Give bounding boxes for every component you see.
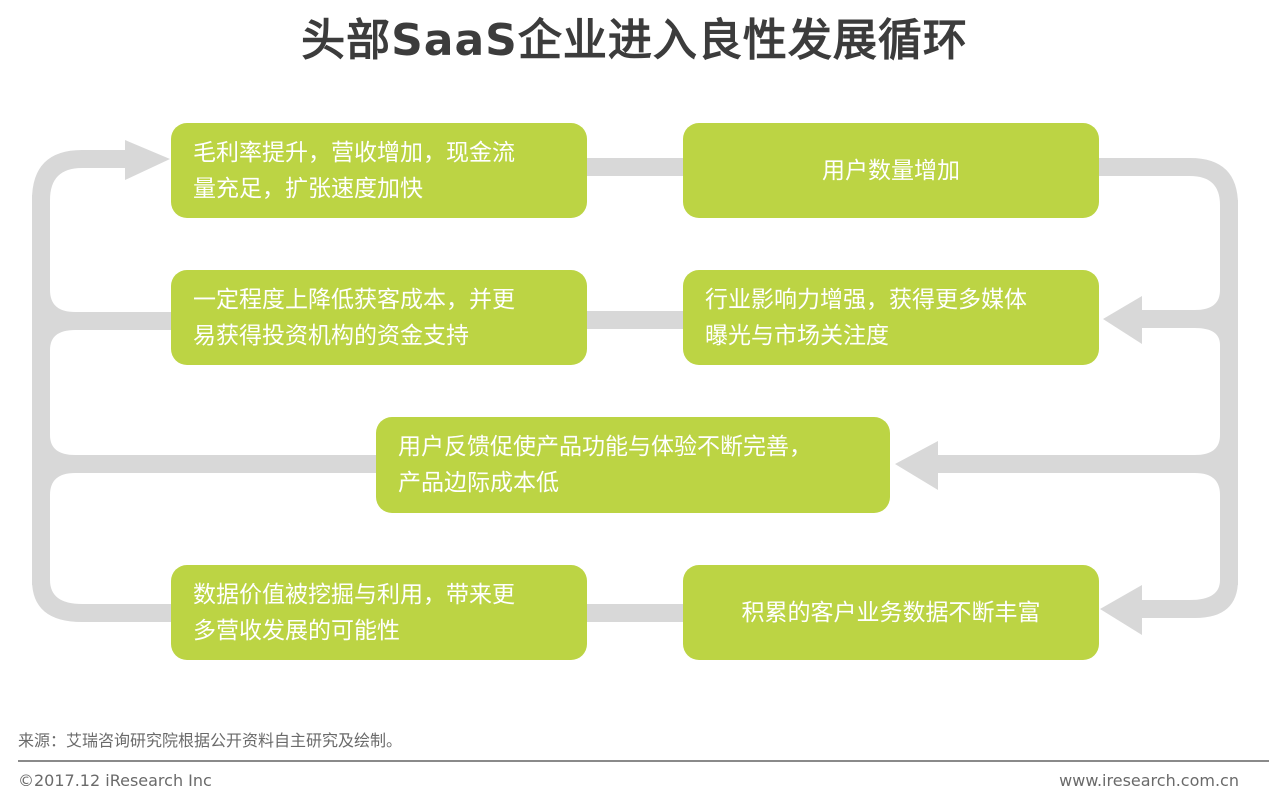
arrow-into-box4 [1103, 290, 1220, 345]
node-industry-influence: 行业影响力增强，获得更多媒体 曝光与市场关注度 [683, 270, 1099, 365]
connector-box2-right [1095, 158, 1238, 205]
node-lower-acquisition-cost: 一定程度上降低获客成本，并更 易获得投资机构的资金支持 [171, 270, 587, 365]
node-text-line: 多营收发展的可能性 [193, 617, 400, 644]
connector-box5-left [50, 435, 380, 495]
node-text-line: 用户反馈促使产品功能与体验不断完善， [398, 434, 812, 460]
footer-divider [18, 760, 1269, 762]
node-user-growth: 用户数量增加 [683, 123, 1099, 218]
connector-box3-box4 [585, 311, 685, 329]
website-link[interactable]: www.iresearch.com.cn [1059, 771, 1239, 790]
connector-box6-left [32, 580, 175, 622]
node-text-line: 毛利率提升，营收增加，现金流 [193, 139, 515, 166]
node-text-line: 产品边际成本低 [398, 470, 559, 496]
node-data-value: 数据价值被挖掘与利用，带来更 多营收发展的可能性 [171, 565, 587, 660]
node-text-line: 积累的客户业务数据不断丰富 [741, 599, 1041, 626]
node-text-line: 行业影响力增强，获得更多媒体 [705, 286, 1027, 313]
node-text-line: 曝光与市场关注度 [705, 322, 889, 349]
arrow-into-box5 [895, 435, 1220, 495]
left-trunk [32, 195, 50, 585]
node-text-line: 用户数量增加 [822, 157, 960, 184]
diagram-title: 头部SaaS企业进入良性发展循环 [301, 15, 968, 66]
connector-box1-box2 [585, 158, 685, 176]
source-note: 来源：艾瑞咨询研究院根据公开资料自主研究及绘制。 [18, 731, 403, 750]
copyright: ©2017.12 iResearch Inc [18, 771, 212, 790]
node-text-line: 量充足，扩张速度加快 [193, 175, 423, 202]
node-text-line: 易获得投资机构的资金支持 [193, 322, 469, 349]
node-text-line: 一定程度上降低获客成本，并更 [193, 286, 515, 313]
node-margin-revenue-cashflow: 毛利率提升，营收增加，现金流 量充足，扩张速度加快 [171, 123, 587, 218]
arrow-into-box1 [32, 140, 170, 200]
arrow-into-box7 [1100, 580, 1238, 635]
connector-box6-box7 [585, 604, 685, 622]
connector-box3-left [50, 290, 175, 350]
right-trunk [1220, 200, 1238, 585]
node-text-line: 数据价值被挖掘与利用，带来更 [193, 581, 515, 608]
node-user-feedback-product: 用户反馈促使产品功能与体验不断完善， 产品边际成本低 [376, 417, 890, 513]
node-customer-data-accumulation: 积累的客户业务数据不断丰富 [683, 565, 1099, 660]
